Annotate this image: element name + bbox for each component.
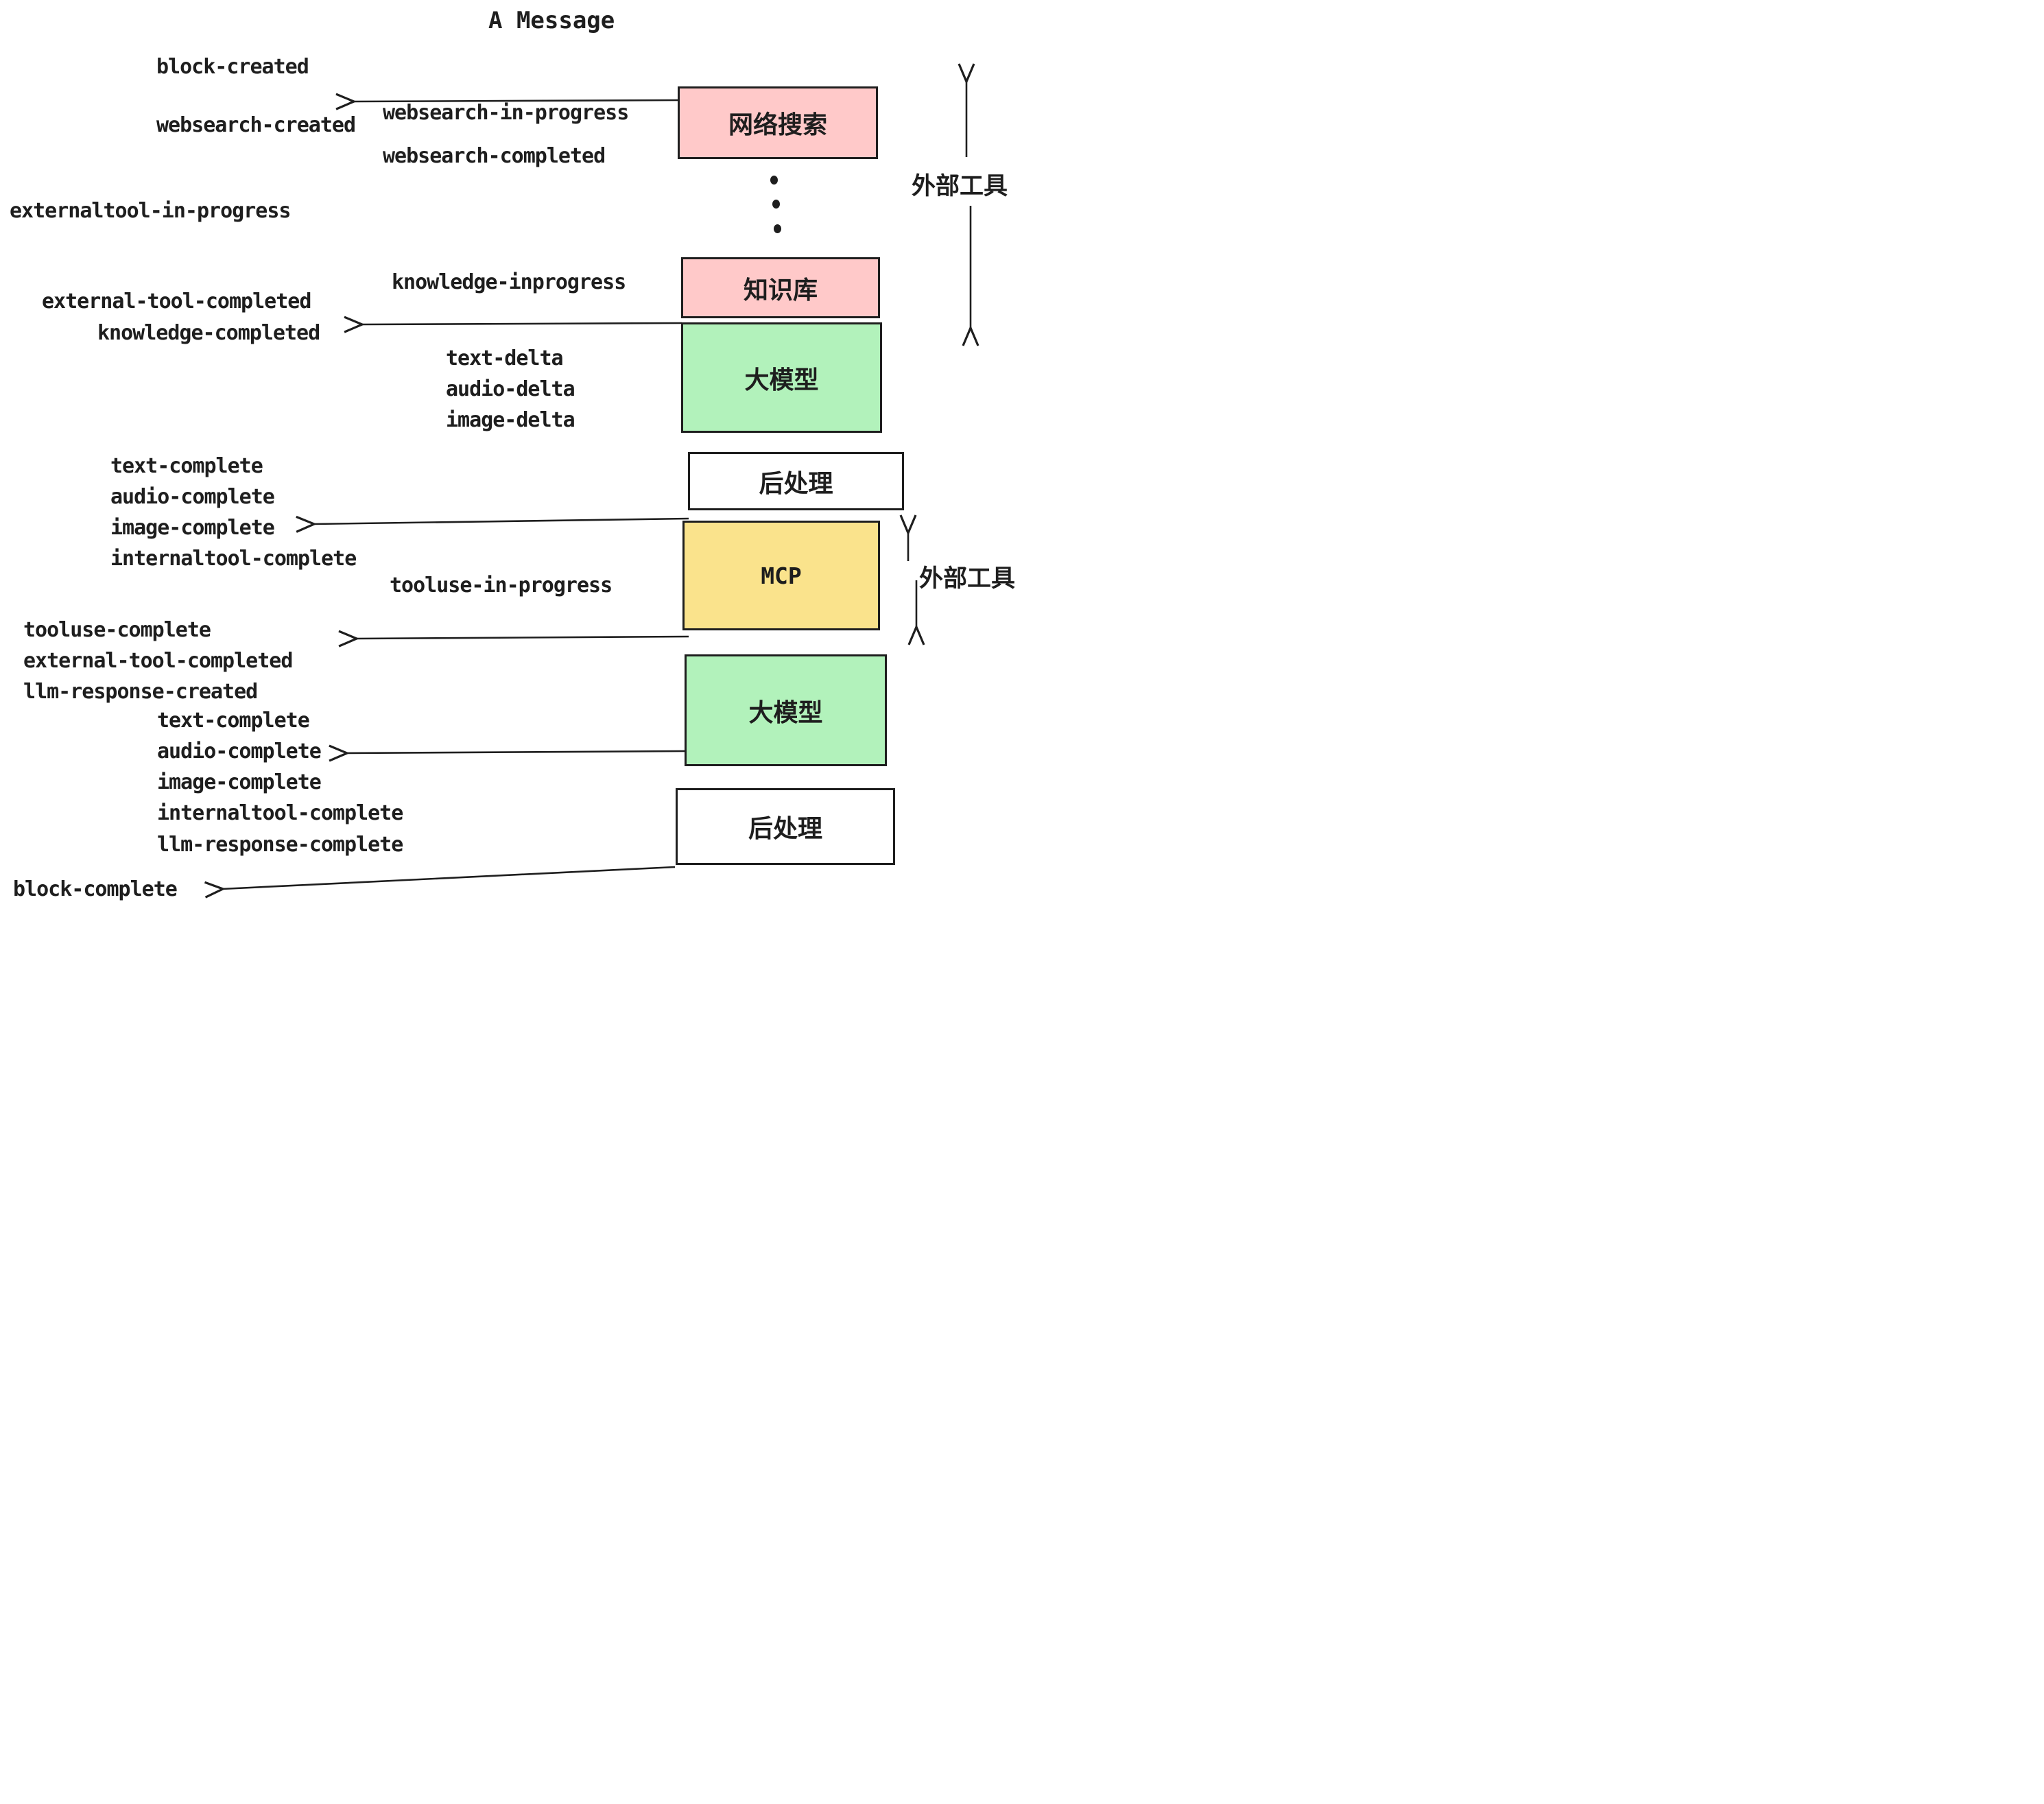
event-tooluse-in-progress: tooluse-in-progress [390,573,613,597]
knowledge-base-box: 知识库 [681,257,880,318]
vertical-ellipsis-icon [774,224,781,233]
event-tooluse-complete: tooluse-complete [23,618,211,642]
external-tools-label-top: 外部工具 [912,173,1008,200]
event-knowledge-completed: knowledge-completed [97,321,320,345]
event-image-complete-1: image-complete [110,516,275,540]
arrow-mcp-to-tooluse-complete [356,637,689,639]
postprocess-box-1: 后处理 [688,452,904,510]
postprocess-box-2: 后处理 [676,788,895,865]
postprocess-box-2-label: 后处理 [748,814,822,842]
event-block-created: block-created [156,55,309,79]
event-audio-complete-2: audio-complete [157,739,322,763]
event-image-delta-1: image-delta [446,408,575,432]
llm-box-1-label: 大模型 [744,365,819,394]
event-websearch-completed: websearch-completed [383,144,606,168]
arrow-llm2-to-audio-complete [346,751,686,753]
arrow-llm-to-knowledge-completed [361,323,682,324]
event-externaltool-in-progress: externaltool-in-progress [10,199,291,223]
knowledge-base-box-label: 知识库 [743,275,818,304]
external-tools-label-mid: 外部工具 [919,565,1016,592]
llm-box-2: 大模型 [685,654,887,766]
event-llm-response-created: llm-response-created [23,680,258,704]
diagram-title: A Message [488,7,615,34]
event-audio-complete-1: audio-complete [110,485,275,509]
event-block-complete: block-complete [13,877,178,901]
vertical-ellipsis-icon [772,200,780,209]
websearch-box-label: 网络搜索 [728,110,827,139]
mcp-box-label: MCP [761,562,802,589]
vertical-ellipsis-icon [770,176,778,185]
event-internaltool-complete-2: internaltool-complete [157,801,403,825]
postprocess-box-1-label: 后处理 [759,468,833,497]
event-text-complete-2: text-complete [157,709,310,733]
arrow-post2-to-block-complete [222,866,676,889]
event-websearch-created: websearch-created [156,113,356,137]
event-llm-response-complete: llm-response-complete [157,833,403,857]
event-audio-delta-1: audio-delta [446,377,575,401]
event-external-tool-completed-2: external-tool-completed [23,649,293,673]
event-external-tool-completed-1: external-tool-completed [42,289,311,313]
websearch-box: 网络搜索 [678,86,878,159]
llm-box-1: 大模型 [681,322,882,433]
event-image-complete-2: image-complete [157,770,322,794]
llm-box-2-label: 大模型 [748,698,823,726]
mcp-box: MCP [682,521,880,630]
message-flow-diagram: A Message 网络搜索 知识库 大模型 后处理 MCP 大模型 后处理 外… [0,0,1022,902]
event-internaltool-complete-1: internaltool-complete [110,547,357,571]
event-text-complete-1: text-complete [110,454,263,478]
event-text-delta-1: text-delta [446,346,564,370]
event-websearch-in-progress: websearch-in-progress [383,101,629,125]
arrow-mcp-to-image-complete [313,519,689,524]
event-knowledge-inprogress: knowledge-inprogress [392,270,626,294]
